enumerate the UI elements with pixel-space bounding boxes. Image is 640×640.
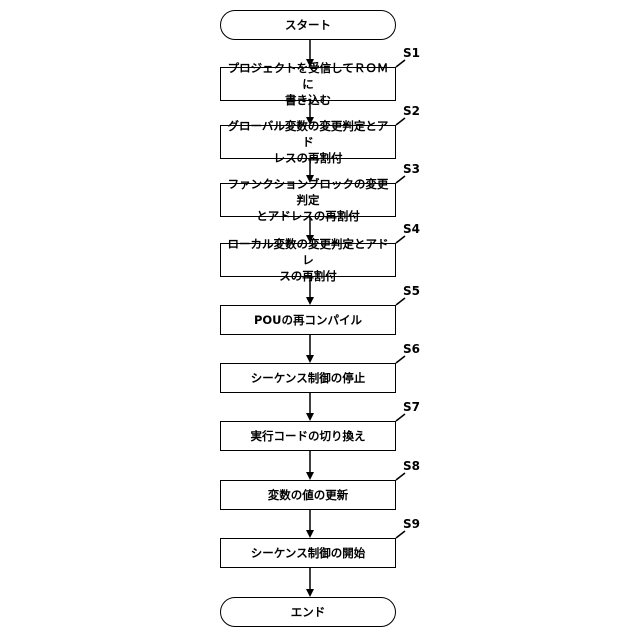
arrowhead-9 — [306, 589, 314, 597]
leader-line-s7 — [396, 414, 405, 421]
arrowhead-8 — [306, 530, 314, 538]
leader-line-s1 — [396, 60, 405, 67]
process-box-s5: POUの再コンパイル — [220, 305, 396, 335]
process-box-s8: 変数の値の更新 — [220, 480, 396, 510]
step-label-s7: S7 — [403, 400, 420, 414]
leader-line-s2 — [396, 118, 405, 125]
process-box-s4-text: ローカル変数の変更判定とアドレスの再割付 — [225, 236, 391, 284]
step-label-s9: S9 — [403, 517, 420, 531]
leader-line-s5 — [396, 298, 405, 305]
step-label-s3: S3 — [403, 162, 420, 176]
process-box-s1: プロジェクトを受信してＲＯＭに書き込む — [220, 67, 396, 101]
process-box-s7-text: 実行コードの切り換え — [251, 428, 366, 444]
end-terminal-text: エンド — [291, 604, 326, 620]
process-box-s5-text: POUの再コンパイル — [254, 312, 362, 328]
arrowhead-5 — [306, 355, 314, 363]
arrowhead-7 — [306, 472, 314, 480]
process-box-s3-text: ファンクションブロックの変更判定とアドレスの再割付 — [225, 176, 391, 224]
process-box-s4: ローカル変数の変更判定とアドレスの再割付 — [220, 243, 396, 277]
leader-line-s4 — [396, 236, 405, 243]
process-box-s2: グローバル変数の変更判定とアドレスの再割付 — [220, 125, 396, 159]
start-terminal: スタート — [220, 10, 396, 40]
step-label-s4: S4 — [403, 222, 420, 236]
leader-line-s9 — [396, 531, 405, 538]
process-box-s8-text: 変数の値の更新 — [268, 487, 349, 503]
leader-line-s8 — [396, 473, 405, 480]
process-box-s7: 実行コードの切り換え — [220, 421, 396, 451]
end-terminal: エンド — [220, 597, 396, 627]
leader-line-s3 — [396, 176, 405, 183]
leader-line-s6 — [396, 356, 405, 363]
step-label-s8: S8 — [403, 459, 420, 473]
process-box-s2-text: グローバル変数の変更判定とアドレスの再割付 — [225, 118, 391, 166]
step-label-s5: S5 — [403, 284, 420, 298]
process-box-s1-text: プロジェクトを受信してＲＯＭに書き込む — [225, 60, 391, 108]
arrowhead-4 — [306, 297, 314, 305]
process-box-s6-text: シーケンス制御の停止 — [251, 370, 365, 386]
process-box-s6: シーケンス制御の停止 — [220, 363, 396, 393]
start-terminal-text: スタート — [285, 17, 331, 33]
step-label-s2: S2 — [403, 104, 420, 118]
step-label-s1: S1 — [403, 46, 420, 60]
step-label-s6: S6 — [403, 342, 420, 356]
process-box-s9: シーケンス制御の開始 — [220, 538, 396, 568]
process-box-s9-text: シーケンス制御の開始 — [251, 545, 365, 561]
process-box-s3: ファンクションブロックの変更判定とアドレスの再割付 — [220, 183, 396, 217]
arrowhead-6 — [306, 413, 314, 421]
